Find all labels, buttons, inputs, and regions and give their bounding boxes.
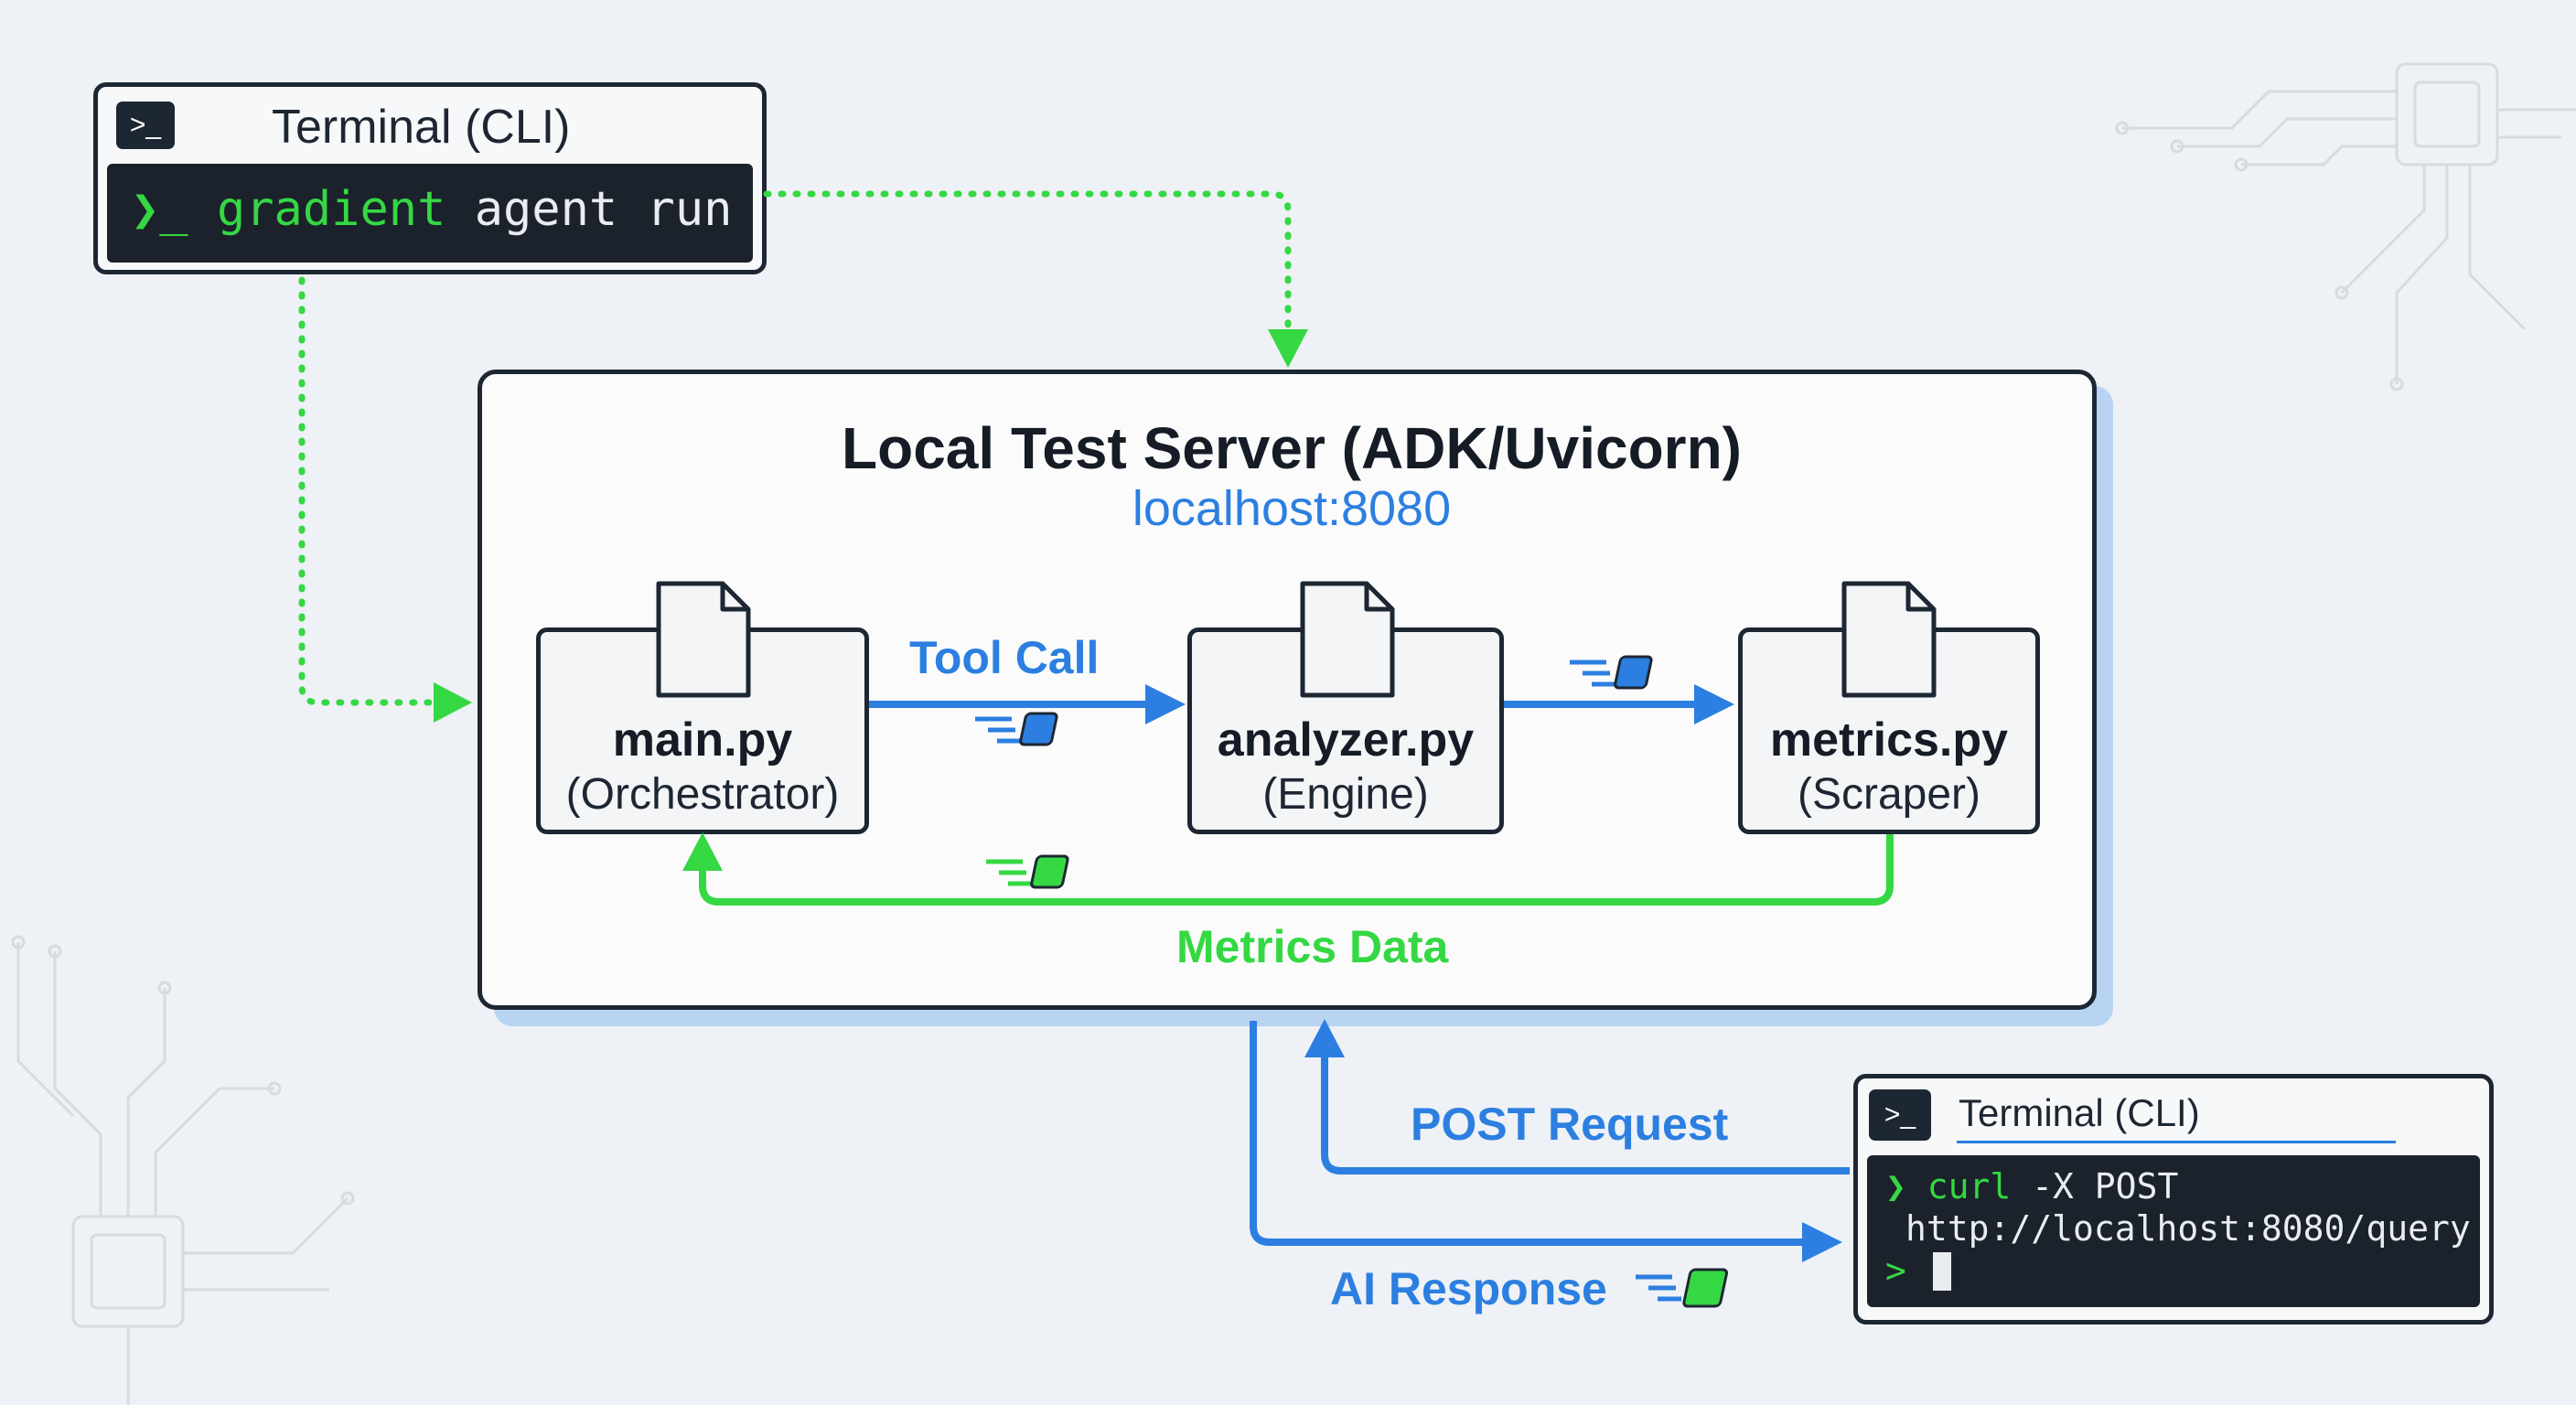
command-args: agent run — [445, 182, 733, 237]
arrow-head — [434, 682, 472, 723]
file-name: main.py — [612, 713, 793, 767]
terminal-console[interactable]: ❯ curl -X POST http://localhost:8080/que… — [1867, 1155, 2480, 1307]
terminal-console[interactable]: ❯_ gradient agent run — [107, 164, 753, 263]
file-name: analyzer.py — [1217, 713, 1475, 767]
file-metrics-py: metrics.py (Scraper) — [1738, 627, 2040, 834]
file-icon — [1841, 581, 1937, 698]
file-role: (Orchestrator) — [565, 770, 840, 819]
arrow-head — [1268, 329, 1308, 368]
terminal-icon: >_ — [1869, 1089, 1931, 1141]
terminal-line-1: ❯ curl -X POST — [1885, 1166, 2178, 1207]
server-host: localhost:8080 — [1132, 481, 1452, 536]
command-word: curl — [1927, 1166, 2012, 1207]
terminal-command: ❯_ gradient agent run — [131, 182, 732, 237]
launch-connector — [298, 190, 1292, 706]
ai-response-arrow — [1250, 1021, 1808, 1246]
terminal-cli-bottom: >_ Terminal (CLI) ❯ curl -X POST http://… — [1853, 1074, 2494, 1325]
terminal-line-2: http://localhost:8080/query — [1905, 1208, 2471, 1249]
file-role: (Engine) — [1262, 770, 1429, 819]
command-word: gradient — [216, 182, 446, 237]
title-underline — [1957, 1141, 2396, 1143]
metrics-data-label: Metrics Data — [1176, 921, 1449, 972]
server-title: Local Test Server (ADK/Uvicorn) — [842, 415, 1742, 481]
file-name: metrics.py — [1769, 713, 2009, 767]
prompt-glyph: ❯_ — [131, 182, 188, 237]
terminal-icon: >_ — [116, 102, 175, 149]
terminal-title: Terminal (CLI) — [1959, 1091, 2200, 1134]
file-icon — [1300, 581, 1395, 698]
packet-icon — [975, 712, 1058, 746]
file-icon — [656, 581, 751, 698]
metrics-data-arrow — [699, 834, 1894, 906]
ai-response-label: AI Response — [1330, 1263, 1607, 1314]
packet-icon — [1636, 1268, 1729, 1308]
packet-icon — [1570, 655, 1653, 690]
terminal-cli-top: >_ Terminal (CLI) ❯_ gradient agent run — [93, 82, 767, 274]
post-request-arrow — [1321, 1052, 1850, 1174]
post-request-label: POST Request — [1411, 1099, 1729, 1150]
command-args: -X POST — [2011, 1166, 2179, 1207]
terminal-title: Terminal (CLI) — [272, 101, 571, 154]
tool-call-label: Tool Call — [909, 632, 1100, 683]
packet-icon — [986, 854, 1069, 889]
text-cursor — [1933, 1252, 1951, 1291]
terminal-titlebar: >_ Terminal (CLI) — [98, 87, 762, 160]
file-main-py: main.py (Orchestrator) — [536, 627, 869, 834]
prompt-glyph: ❯ — [1885, 1166, 1906, 1207]
file-role: (Scraper) — [1797, 770, 1981, 819]
terminal-line-3-prompt: > — [1885, 1250, 1906, 1291]
